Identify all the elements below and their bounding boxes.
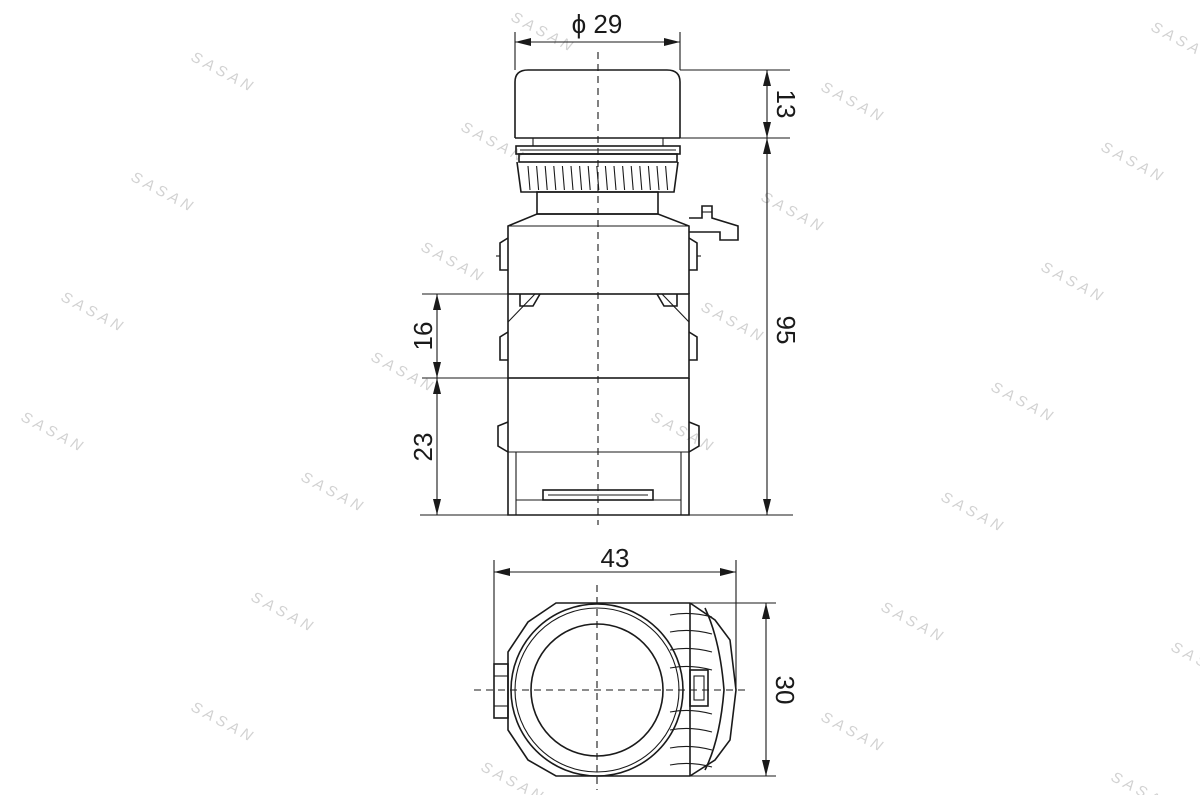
cap-height-label: 13 <box>771 90 801 119</box>
knurl-line <box>656 165 660 191</box>
block-upper-label: 16 <box>408 322 438 351</box>
watermark-text: SASAN <box>188 49 259 97</box>
watermark-text: SASAN <box>648 409 719 457</box>
rib-line <box>669 612 713 618</box>
watermark-layer: SASAN SASAN SASAN SASAN SASAN SASAN SASAN SASAN… <box>18 9 1200 795</box>
watermark-text: SASAN <box>1108 769 1179 795</box>
watermark-text: SASAN <box>758 189 829 237</box>
watermark-text: SASAN <box>878 599 949 647</box>
dimension-width: 43 <box>493 543 737 690</box>
dimension-block-upper: 16 <box>408 293 508 379</box>
knurl-line <box>536 165 540 191</box>
watermark-text: SASAN <box>1098 139 1169 187</box>
rib-line <box>669 709 713 715</box>
side-view <box>496 52 739 525</box>
watermark-text: SASAN <box>458 119 529 167</box>
watermark-text: SASAN <box>818 709 889 757</box>
dimension-depth: 30 <box>690 602 800 777</box>
watermark-text: SASAN <box>18 409 89 457</box>
contact-block-lower <box>497 378 700 516</box>
dimension-block-lower: 23 <box>408 378 508 516</box>
watermark-text: SASAN <box>368 349 439 397</box>
watermark-text: SASAN <box>1038 259 1109 307</box>
knurl-line <box>604 165 608 191</box>
knurl-line <box>613 165 617 191</box>
rib-line <box>669 629 713 635</box>
watermark-text: SASAN <box>248 589 319 637</box>
rib-line <box>669 762 713 768</box>
knurl-line <box>561 165 565 191</box>
depth-label: 30 <box>770 676 800 705</box>
watermark-text: SASAN <box>1148 19 1200 67</box>
watermark-text: SASAN <box>818 79 889 127</box>
diameter-label: ϕ 29 <box>572 9 623 39</box>
width-label: 43 <box>601 543 630 573</box>
dimension-cap-height: 13 <box>680 69 801 139</box>
watermark-text: SASAN <box>188 699 259 747</box>
watermark-text: SASAN <box>478 759 549 795</box>
watermark-text: SASAN <box>298 469 369 517</box>
rib-line <box>669 727 713 733</box>
watermark-text: SASAN <box>58 289 129 337</box>
block-lower-label: 23 <box>408 433 438 462</box>
knurl-line <box>587 165 591 191</box>
watermark-text: SASAN <box>128 169 199 217</box>
dimension-total-height: 95 <box>689 138 801 516</box>
knurl-line <box>639 165 643 191</box>
knurl-line <box>630 165 634 191</box>
watermark-text: SASAN <box>698 299 769 347</box>
knurl-line <box>527 165 531 191</box>
rib-line <box>669 665 713 671</box>
knurl-line <box>544 165 548 191</box>
knurl-line <box>665 165 669 191</box>
top-view <box>474 585 750 790</box>
knurl-line <box>579 165 583 191</box>
rib-line <box>669 745 713 751</box>
knurl-line <box>647 165 651 191</box>
watermark-text: SASAN <box>508 9 579 57</box>
contact-body-top <box>496 205 739 294</box>
total-height-label: 95 <box>771 316 801 345</box>
watermark-text: SASAN <box>1168 639 1200 687</box>
dimension-diameter: ϕ 29 <box>514 9 681 70</box>
rib-line <box>669 647 713 653</box>
watermark-text: SASAN <box>988 379 1059 427</box>
knurl-line <box>622 165 626 191</box>
knurl-line <box>553 165 557 191</box>
watermark-text: SASAN <box>938 489 1009 537</box>
watermark-text: SASAN <box>418 239 489 287</box>
knurl-line <box>570 165 574 191</box>
